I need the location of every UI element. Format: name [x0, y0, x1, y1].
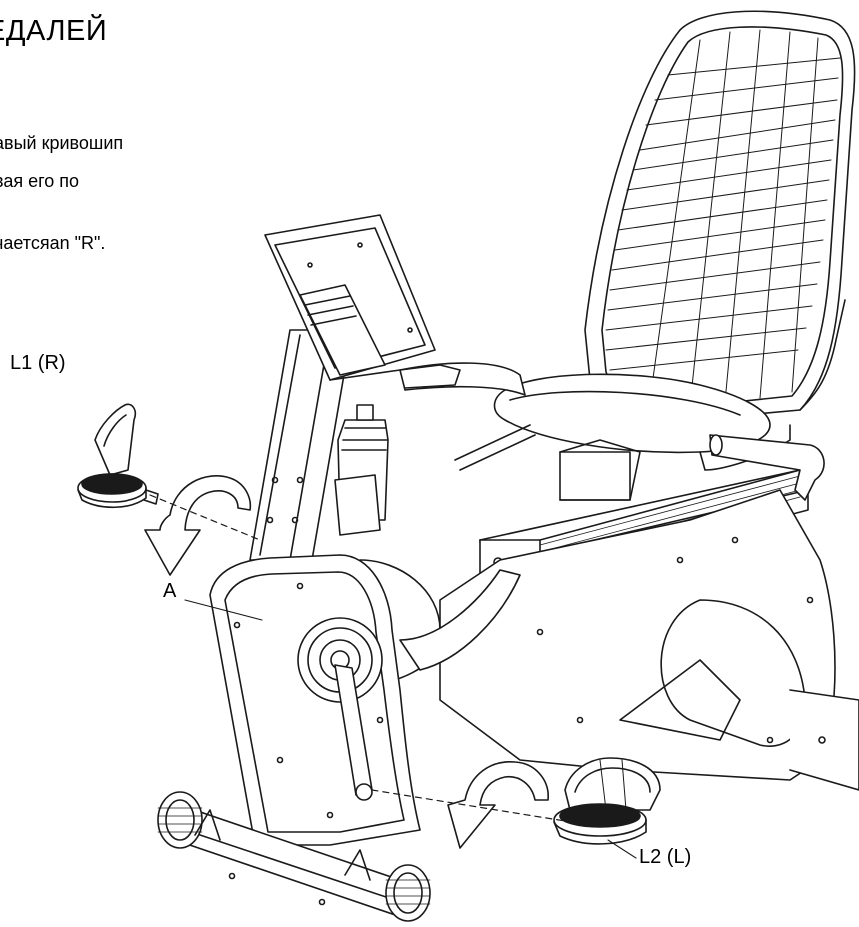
- section-heading: ЕДАЛЕЙ: [0, 15, 108, 47]
- front-stabilizer: [158, 792, 430, 921]
- label-a-crank: A: [163, 580, 177, 602]
- console-mast: [250, 215, 460, 560]
- instruction-line-3: чаетсяan "R".: [0, 233, 106, 253]
- label-l2-left-pedal: L2 (L): [639, 846, 692, 868]
- instruction-line-2: вая его по: [0, 171, 80, 191]
- pedal-l2: [554, 758, 660, 844]
- backrest-grille: [606, 30, 840, 405]
- leader-lines: [185, 600, 636, 858]
- water-bottle: [335, 405, 388, 535]
- rotation-arrow-left: [145, 476, 250, 575]
- handlebars: [400, 363, 824, 500]
- rotation-arrow-right: [448, 762, 548, 848]
- pedal-l1: [78, 404, 158, 507]
- rear-frame: [440, 490, 859, 790]
- instruction-line-1: авый кривошип: [0, 133, 124, 153]
- alignment-lines: [150, 495, 590, 825]
- backrest: [585, 11, 855, 421]
- label-l1-right-pedal: L1 (R): [10, 352, 66, 374]
